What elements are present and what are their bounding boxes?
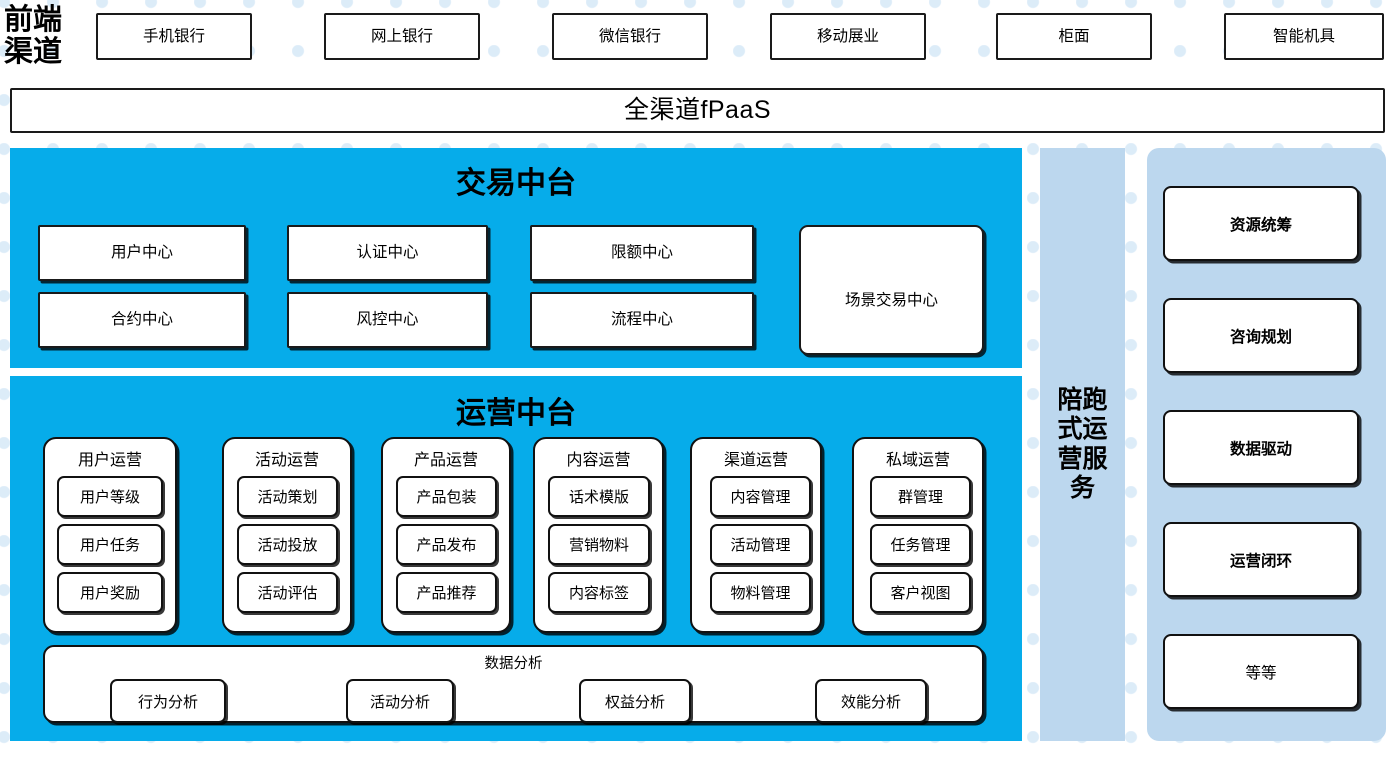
da-item-efficiency[interactable]: 效能分析 (815, 679, 927, 723)
op-column-channel[interactable]: 渠道运营 内容管理 活动管理 物料管理 (690, 437, 822, 633)
operation-platform-title: 运营中台 (456, 397, 576, 430)
op-item-campaign-eval[interactable]: 活动评估 (237, 572, 338, 613)
channel-box-mobile-business[interactable]: 移动展业 (770, 13, 926, 60)
da-item-campaign[interactable]: 活动分析 (346, 679, 454, 723)
tx-box-scenario-trade-center[interactable]: 场景交易中心 (799, 225, 984, 355)
op-column-campaign[interactable]: 活动运营 活动策划 活动投放 活动评估 (222, 437, 352, 633)
channel-box-counter[interactable]: 柜面 (996, 13, 1152, 60)
op-item-campaign-launch[interactable]: 活动投放 (237, 524, 338, 565)
service-item-resource-coordination[interactable]: 资源统筹 (1163, 186, 1359, 261)
da-item-benefit[interactable]: 权益分析 (579, 679, 691, 723)
accompany-service-label: 陪跑式运营服务 (1057, 386, 1108, 503)
op-item-user-reward[interactable]: 用户奖励 (57, 572, 163, 613)
data-analysis-title: 数据分析 (484, 656, 543, 672)
da-item-behavior[interactable]: 行为分析 (110, 679, 226, 723)
data-analysis-box[interactable]: 数据分析 行为分析 活动分析 权益分析 效能分析 (43, 645, 984, 723)
op-column-title-private-domain: 私域运营 (885, 452, 950, 469)
op-item-product-release[interactable]: 产品发布 (396, 524, 497, 565)
op-column-title-product: 产品运营 (413, 452, 478, 469)
front-channel-label: 前端渠道 (4, 3, 63, 68)
op-item-script-template[interactable]: 话术模版 (548, 476, 650, 517)
op-column-title-channel: 渠道运营 (723, 452, 788, 469)
op-item-campaign-manage[interactable]: 活动管理 (710, 524, 811, 565)
channel-box-smart-machine[interactable]: 智能机具 (1224, 13, 1384, 60)
tx-box-auth-center[interactable]: 认证中心 (287, 225, 488, 281)
tx-box-process-center[interactable]: 流程中心 (530, 292, 754, 348)
service-item-consulting-planning[interactable]: 咨询规划 (1163, 298, 1359, 373)
accompany-service-column: 陪跑式运营服务 (1040, 148, 1125, 741)
service-item-data-driven[interactable]: 数据驱动 (1163, 410, 1359, 485)
op-column-title-campaign: 活动运营 (254, 452, 319, 469)
op-column-user[interactable]: 用户运营 用户等级 用户任务 用户奖励 (43, 437, 177, 633)
channel-box-mobile-bank[interactable]: 手机银行 (96, 13, 252, 60)
op-item-group-manage[interactable]: 群管理 (870, 476, 971, 517)
op-item-user-task[interactable]: 用户任务 (57, 524, 163, 565)
channel-box-wechat-bank[interactable]: 微信银行 (552, 13, 708, 60)
tx-box-contract-center[interactable]: 合约中心 (38, 292, 246, 348)
service-item-etc[interactable]: 等等 (1163, 634, 1359, 709)
tx-box-limit-center[interactable]: 限额中心 (530, 225, 754, 281)
op-item-content-tag[interactable]: 内容标签 (548, 572, 650, 613)
tx-box-user-center[interactable]: 用户中心 (38, 225, 246, 281)
op-item-task-manage[interactable]: 任务管理 (870, 524, 971, 565)
service-item-operation-closed-loop[interactable]: 运营闭环 (1163, 522, 1359, 597)
op-item-marketing-material[interactable]: 营销物料 (548, 524, 650, 565)
fpaas-bar[interactable]: 全渠道fPaaS (10, 88, 1385, 133)
tx-box-riskcontrol-center[interactable]: 风控中心 (287, 292, 488, 348)
op-column-title-content: 内容运营 (566, 452, 631, 469)
op-item-user-level[interactable]: 用户等级 (57, 476, 163, 517)
op-item-customer-view[interactable]: 客户视图 (870, 572, 971, 613)
op-column-content[interactable]: 内容运营 话术模版 营销物料 内容标签 (533, 437, 664, 633)
service-panel: 资源统筹 咨询规划 数据驱动 运营闭环 等等 (1147, 148, 1386, 741)
op-column-product[interactable]: 产品运营 产品包装 产品发布 产品推荐 (381, 437, 511, 633)
transaction-platform-title: 交易中台 (456, 167, 576, 200)
op-column-private-domain[interactable]: 私域运营 群管理 任务管理 客户视图 (852, 437, 984, 633)
op-item-product-recommend[interactable]: 产品推荐 (396, 572, 497, 613)
channel-box-online-bank[interactable]: 网上银行 (324, 13, 480, 60)
op-item-campaign-plan[interactable]: 活动策划 (237, 476, 338, 517)
op-item-product-package[interactable]: 产品包装 (396, 476, 497, 517)
op-item-content-manage[interactable]: 内容管理 (710, 476, 811, 517)
op-item-material-manage[interactable]: 物料管理 (710, 572, 811, 613)
op-column-title-user: 用户运营 (77, 452, 142, 469)
